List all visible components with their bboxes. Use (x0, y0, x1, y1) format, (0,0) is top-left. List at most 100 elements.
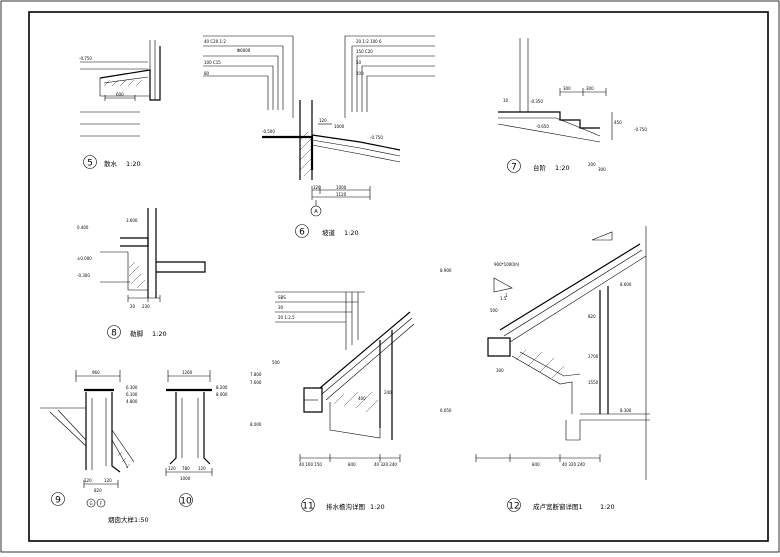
detail-6-axis-circle (310, 205, 322, 217)
detail-11-number: 11 (302, 502, 313, 512)
detail-8-number-circle (107, 325, 121, 339)
detail-6-scale: 1:20 (344, 229, 359, 237)
detail-12-elev-4: 6.050 (440, 408, 452, 413)
detail-5-drawing: -0.750 600 (79, 40, 161, 137)
detail-5-scale: 1:20 (126, 160, 141, 168)
drawing-frame (28, 11, 769, 542)
detail-12-slope-1: 1 (505, 293, 508, 298)
detail-9-dim-120-a: 120 (84, 478, 92, 483)
detail-12-dim-500: 500 (490, 308, 498, 313)
detail-10-dim-120-a: 120 (168, 466, 176, 471)
detail-12-dim-1550: 1550 (588, 380, 599, 385)
detail-12-drawing: 900*1000(h) 8.600 8.900 8.300 6.050 1 1.… (440, 226, 650, 480)
detail-9-axis-g: G (89, 501, 92, 506)
detail-6-layer-4: 80 (204, 71, 210, 76)
detail-11-sbs: 500 (272, 360, 280, 365)
detail-12-title: 成卢宽断窗详图1 (533, 502, 583, 511)
detail-6-number-circle (295, 224, 309, 238)
detail-5-number: 5 (87, 159, 93, 169)
detail-10-number: 10 (180, 497, 192, 507)
detail-5-title: 散水 (104, 159, 118, 168)
detail-6-drawing: 40 C20 1:2 Φ6000 100 C15 80 20 1:2 100 6… (203, 35, 435, 217)
detail-11-label: 11 排水檐沟详图 1:20 (301, 498, 385, 512)
detail-9-elev-3: 4.800 (126, 399, 138, 404)
detail-9-dim-120-b: 120 (104, 478, 112, 483)
detail-7-label: 7 台阶 1:20 (507, 159, 570, 173)
detail-6-dim-1120: 1120 (336, 192, 347, 197)
detail-8-dim-230: 230 (142, 304, 150, 309)
detail-6-dim-120: 120 (313, 185, 321, 190)
detail-9-elev-1: 6.300 (126, 385, 138, 390)
detail-11-elev-3: 8.000 (250, 422, 262, 427)
detail-6-elev-1: -0.500 (262, 129, 275, 134)
detail-11-dim-group-b: 40 320 240 (374, 462, 397, 467)
detail-6-layer-1: 40 C20 1:2 (204, 39, 226, 44)
detail-9-number: 9 (55, 496, 61, 506)
chimney-shared-title: 烟囱大样 1:50 (108, 515, 149, 524)
detail-7-elev-2: -0.650 (536, 124, 549, 129)
detail-12-elev-1: 8.600 (620, 282, 632, 287)
detail-9-dim-820: 820 (94, 488, 102, 493)
detail-7-scale: 1:20 (555, 164, 570, 172)
detail-10-dim-780: 780 (182, 466, 190, 471)
detail-12-number-circle (507, 498, 521, 512)
detail-11-elev-1: 7.800 (250, 372, 262, 377)
detail-12-dim-group: 40 320 240 (562, 462, 585, 467)
detail-7-dim-200: 200 (588, 162, 596, 167)
detail-12-elev-3: 8.300 (620, 408, 632, 413)
detail-8-elev-2: 0.400 (77, 225, 89, 230)
detail-8-number: 8 (111, 329, 117, 339)
detail-7-title: 台阶 (533, 163, 547, 172)
detail-7-elev-3: -0.750 (634, 127, 647, 132)
detail-11-drawing: SBS 30 20 1:2.5 500 7.800 7.600 8.000 24… (250, 291, 415, 467)
detail-11-dim-group-a: 40 100 150 (299, 462, 322, 467)
chimney-title: 烟囱大样 (108, 515, 135, 524)
detail-11-layer-1: SBS (278, 295, 286, 300)
detail-11-title: 排水檐沟详图 (326, 502, 365, 511)
detail-12-number: 12 (508, 502, 519, 512)
detail-7-dim-450: 450 (614, 120, 622, 125)
detail-6-layer-r3: 50 (356, 60, 362, 65)
detail-8-dim-20: 20 (130, 304, 136, 309)
detail-6-elev-2: -0.750 (370, 135, 383, 140)
detail-10-dim-1000: 1000 (180, 476, 191, 481)
detail-8-elev-4: -0.300 (77, 273, 90, 278)
detail-6-dim-1000-a: 1000 (334, 124, 345, 129)
detail-6-number: 6 (299, 228, 305, 238)
detail-6-layer-3: 100 C15 (204, 60, 221, 65)
detail-12-dim-300: 300 (496, 368, 504, 373)
detail-7-dim-300-b: 300 (586, 86, 594, 91)
detail-11-dim-400: 400 (358, 396, 366, 401)
detail-11-layer-2: 30 (278, 305, 284, 310)
chimney-scale: 1:50 (134, 516, 149, 524)
detail-6-title: 坡道 (322, 228, 336, 237)
detail-9-dim-960: 960 (92, 370, 100, 375)
detail-6-axis: A (314, 209, 318, 215)
detail-10-elev-2: 8.000 (216, 392, 228, 397)
detail-6-layer-r4: 200 (356, 71, 364, 76)
detail-7-dim-300-c: 300 (598, 167, 606, 172)
detail-11-scale: 1:20 (370, 503, 385, 511)
detail-11-dim-840: 840 (348, 462, 356, 467)
detail-7-dim-10: 10 (503, 98, 509, 103)
detail-8-title: 勒脚 (130, 329, 144, 338)
detail-9-axis-g-circle (86, 498, 96, 508)
detail-8-label: 8 勒脚 1:20 (107, 325, 167, 339)
detail-10-dim-1260: 1260 (182, 370, 193, 375)
detail-6-dim-120-a: 120 (319, 118, 327, 123)
detail-11-layer-3: 20 1:2.5 (278, 315, 295, 320)
detail-8-elev-1: 3.600 (126, 218, 138, 223)
detail-9-label: 9 (51, 492, 65, 506)
detail-6-layer-r2: 150 C20 (356, 49, 373, 54)
detail-12-window-size: 900*1000(h) (494, 262, 520, 267)
detail-7-number-circle (507, 159, 521, 173)
detail-6-layer-r1: 20 1:2 100 6 (356, 39, 382, 44)
detail-9-elev-2: 6.100 (126, 392, 138, 397)
detail-5-number-circle (83, 155, 97, 169)
detail-6-layer-2: Φ6000 (237, 48, 251, 53)
detail-12-dim-840: 840 (532, 462, 540, 467)
detail-6-dim-1000: 1000 (336, 185, 347, 190)
detail-7-dim-300-a: 300 (563, 86, 571, 91)
